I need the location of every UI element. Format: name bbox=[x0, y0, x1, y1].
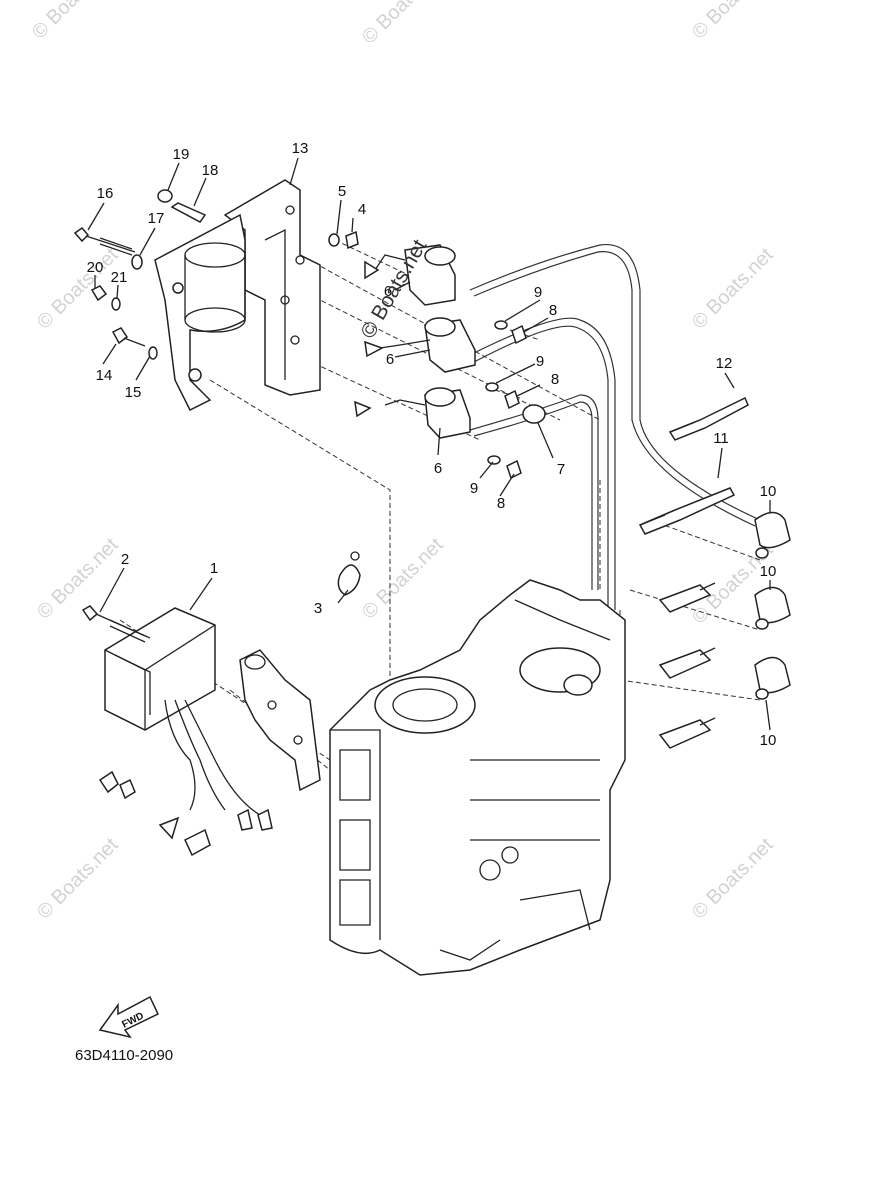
callout-leaders bbox=[87, 157, 771, 731]
callout-19: 19 bbox=[173, 146, 190, 163]
callout-10c: 10 bbox=[760, 732, 777, 749]
callout-7: 7 bbox=[557, 461, 565, 478]
watermark-text: © Boats.net bbox=[33, 834, 123, 924]
callout-6c: 6 bbox=[434, 460, 442, 477]
callout-14: 14 bbox=[96, 367, 113, 384]
callout-12: 12 bbox=[716, 355, 733, 372]
callout-6b: 6 bbox=[386, 351, 394, 368]
watermark-text: © Boats.net bbox=[358, 534, 448, 624]
spark-plugs bbox=[658, 582, 716, 749]
callout-21: 21 bbox=[111, 269, 128, 286]
plug-caps bbox=[754, 511, 791, 700]
bracket-assembly bbox=[73, 179, 321, 412]
ignition-coils bbox=[328, 230, 546, 480]
callout-9a: 9 bbox=[534, 284, 542, 301]
watermark-text: © Boats.net bbox=[33, 534, 123, 624]
callout-4: 4 bbox=[358, 201, 366, 218]
watermark-text: © Boats.net bbox=[688, 244, 778, 334]
callout-10a: 10 bbox=[760, 483, 777, 500]
power-unit bbox=[329, 579, 626, 976]
callout-5: 5 bbox=[338, 183, 346, 200]
callout-9c: 9 bbox=[470, 480, 478, 497]
callout-8c: 8 bbox=[497, 495, 505, 512]
high-tension-cords bbox=[469, 243, 761, 610]
callout-16: 16 bbox=[97, 185, 114, 202]
clip-part bbox=[337, 551, 361, 596]
callout-13: 13 bbox=[292, 140, 309, 157]
callout-3: 3 bbox=[314, 600, 322, 617]
ignition-coil-top bbox=[364, 244, 456, 306]
callout-17: 17 bbox=[148, 210, 165, 227]
callout-2: 2 bbox=[121, 551, 129, 568]
callout-15: 15 bbox=[125, 384, 142, 401]
callout-1: 1 bbox=[210, 560, 218, 577]
callout-11: 11 bbox=[713, 430, 729, 447]
watermark-text: © Boats.net bbox=[688, 834, 778, 924]
callout-20: 20 bbox=[87, 259, 104, 276]
watermark-text: © Boats.net bbox=[33, 244, 123, 334]
callout-8b: 8 bbox=[551, 371, 559, 388]
watermark-text: © Boats.net bbox=[358, 0, 448, 49]
callout-6a: 6 bbox=[384, 283, 392, 300]
cdi-unit bbox=[81, 605, 273, 857]
callout-9b: 9 bbox=[536, 353, 544, 370]
cord-connectors bbox=[638, 396, 749, 535]
callout-8a: 8 bbox=[549, 302, 557, 319]
callout-labels: 1 2 3 4 5 6 6 6 7 8 8 8 9 9 9 10 10 10 1… bbox=[87, 140, 777, 749]
ignition-coil-middle bbox=[364, 317, 476, 373]
watermark-text: © Boats.net bbox=[688, 0, 778, 44]
ignition-coil-bottom bbox=[354, 387, 471, 439]
callout-10b: 10 bbox=[760, 563, 777, 580]
cdi-bracket bbox=[239, 649, 321, 792]
callout-18: 18 bbox=[202, 162, 219, 179]
diagram-code: 63D4110-2090 bbox=[75, 1047, 173, 1064]
fwd-arrow-icon: FWD bbox=[98, 995, 159, 1039]
watermark-text: © Boats.net bbox=[28, 0, 118, 44]
